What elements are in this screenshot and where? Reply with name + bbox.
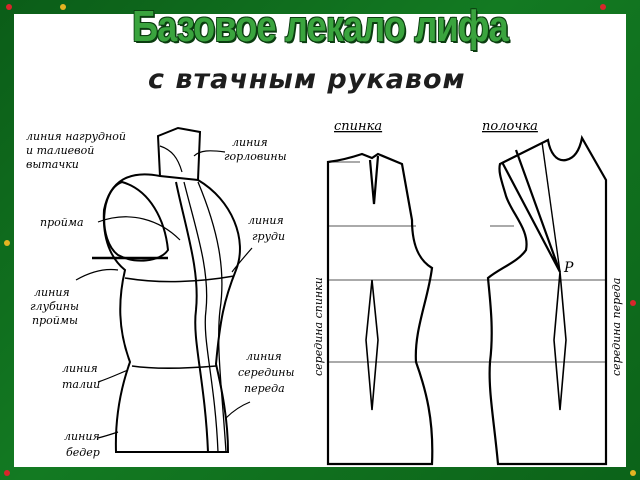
ornament-dot bbox=[630, 300, 636, 306]
mannequin-armhole-shape bbox=[103, 180, 170, 262]
label-neck-line-2: горловины bbox=[224, 150, 287, 163]
front-outline bbox=[486, 134, 608, 466]
mannequin-armhole-depth-line bbox=[124, 275, 235, 283]
ornament-dot bbox=[4, 470, 10, 476]
label-armhole: пройма bbox=[40, 216, 84, 229]
label-front-center-3: переда bbox=[244, 382, 285, 395]
label-back-center: середина спинки bbox=[312, 277, 325, 376]
slide-title: Базовое лекало лифа bbox=[132, 2, 508, 51]
ornament-dot bbox=[600, 4, 606, 10]
back-outline bbox=[326, 152, 434, 466]
front-waist-dart bbox=[553, 271, 567, 411]
leader-armhole bbox=[97, 216, 181, 241]
label-armhole-depth-2: глубины bbox=[30, 300, 79, 313]
mannequin-labels: линия нагрудной и талиевой вытачки линия… bbox=[26, 130, 295, 459]
label-point-p: P bbox=[563, 260, 574, 276]
mannequin-leaders bbox=[75, 145, 253, 439]
label-hip-line-2: бедер bbox=[66, 446, 100, 459]
mannequin-neck bbox=[156, 126, 202, 184]
label-bust-line-2: груди bbox=[252, 230, 285, 243]
label-waist-line-2: талии bbox=[62, 378, 100, 391]
label-bust-dart-line-1: линия нагрудной bbox=[26, 130, 126, 143]
ornament-dot bbox=[6, 4, 12, 10]
mannequin-dart-line bbox=[175, 181, 209, 453]
ornament-dot bbox=[630, 470, 636, 476]
label-armhole-depth-3: проймы bbox=[32, 314, 78, 327]
label-front-center: середина переда bbox=[610, 278, 623, 376]
label-front: полочка bbox=[482, 119, 538, 134]
front-center-fold bbox=[541, 141, 561, 273]
back-shoulder-dart bbox=[368, 155, 380, 205]
mannequin-figure bbox=[92, 126, 241, 453]
leader-bust bbox=[231, 247, 253, 273]
label-hip-line-1: линия bbox=[64, 430, 100, 443]
mannequin-dart-line-2 bbox=[183, 181, 219, 453]
back-waist-dart bbox=[365, 279, 379, 411]
leader-hip bbox=[97, 431, 119, 439]
label-back: спинка bbox=[334, 119, 382, 134]
pattern-labels: спинка полочка P середина спинки середин… bbox=[312, 119, 623, 376]
mannequin-waist-line bbox=[131, 365, 217, 370]
ornament-dot bbox=[4, 240, 10, 246]
label-front-center-2: середины bbox=[238, 366, 295, 379]
label-bust-line-1: линия bbox=[248, 214, 284, 227]
label-front-center-1: линия bbox=[246, 350, 282, 363]
leader-front-center bbox=[225, 401, 251, 419]
pattern-reference-lines bbox=[328, 161, 606, 363]
label-armhole-depth-1: линия bbox=[34, 286, 70, 299]
pattern-back-piece bbox=[326, 152, 434, 466]
ornament-dot bbox=[60, 4, 66, 10]
leader-dart bbox=[159, 145, 183, 173]
leader-armhole-depth bbox=[75, 268, 119, 281]
label-bust-dart-line-2: и талиевой bbox=[26, 144, 94, 157]
slide-subtitle: с втачным рукавом bbox=[148, 64, 466, 95]
label-neck-line-1: линия bbox=[232, 136, 268, 149]
leader-waist bbox=[97, 369, 129, 383]
label-waist-line-1: линия bbox=[62, 362, 98, 375]
mannequin-center-line bbox=[197, 181, 227, 453]
label-bust-dart-line-3: вытачки bbox=[26, 158, 79, 171]
pattern-front-piece bbox=[486, 134, 608, 466]
leader-neck bbox=[193, 150, 226, 157]
